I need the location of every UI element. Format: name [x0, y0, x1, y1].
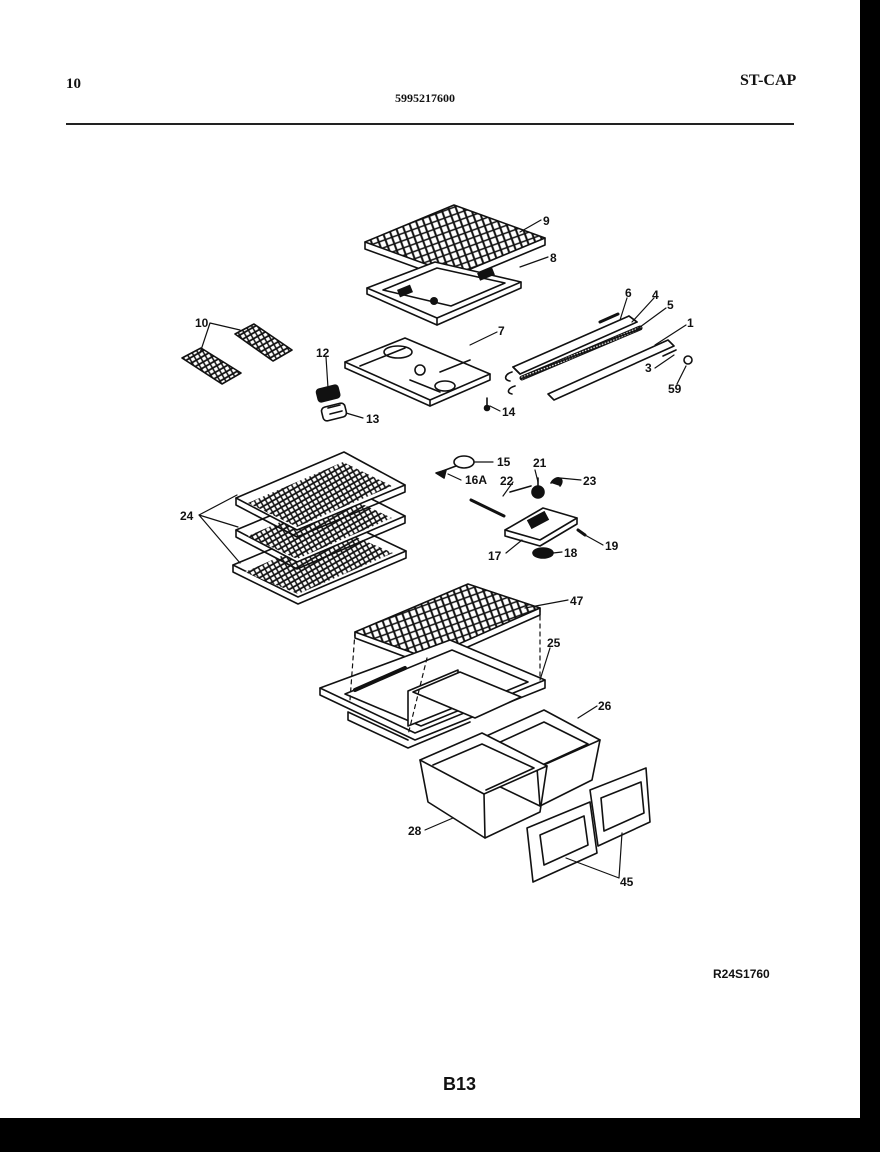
callout-14: 14 — [502, 405, 516, 419]
callout-22: 22 — [500, 474, 514, 488]
control-assembly — [435, 455, 587, 559]
page-number: 10 — [66, 76, 81, 92]
callout-17: 17 — [488, 549, 502, 563]
diagram-reference-code: R24S1760 — [713, 967, 770, 981]
header-rule — [66, 123, 794, 125]
callout-16a: 16A — [465, 473, 487, 487]
callout-18: 18 — [564, 546, 578, 560]
leader-lines — [198, 219, 687, 879]
callout-12: 12 — [316, 346, 330, 360]
callout-59: 59 — [668, 382, 682, 396]
callout-19: 19 — [605, 539, 619, 553]
callout-26: 26 — [598, 699, 612, 713]
callout-5: 5 — [667, 298, 674, 312]
crisper-frame — [319, 639, 546, 749]
callout-28: 28 — [408, 824, 422, 838]
ice-tray-pair — [181, 323, 293, 385]
part-number: 5995217600 — [395, 91, 455, 105]
callout-6: 6 — [625, 286, 632, 300]
callout-24: 24 — [180, 509, 194, 523]
callout-8: 8 — [550, 251, 557, 265]
callout-45: 45 — [620, 875, 634, 889]
callout-13: 13 — [366, 412, 380, 426]
callout-47: 47 — [570, 594, 584, 608]
parts-sheet: 10 5995217600 ST-CAP — [0, 0, 860, 1118]
exploded-parts-diagram: 9 8 6 4 5 1 3 59 7 10 12 13 14 15 16A 21… — [180, 204, 694, 889]
glass-shelf-stack — [232, 451, 407, 605]
divider-plate — [344, 337, 491, 407]
callout-21: 21 — [533, 456, 547, 470]
bracket-parts — [315, 384, 348, 422]
callout-4: 4 — [652, 288, 659, 302]
callout-10: 10 — [195, 316, 209, 330]
model-code: ST-CAP — [740, 72, 797, 89]
callout-3: 3 — [645, 361, 652, 375]
callout-15: 15 — [497, 455, 511, 469]
callout-25: 25 — [547, 636, 561, 650]
drawer-front-panels — [526, 767, 651, 883]
screw-14 — [483, 397, 491, 412]
rail-and-coil-assembly — [504, 312, 693, 401]
callout-23: 23 — [583, 474, 597, 488]
callout-1: 1 — [687, 316, 694, 330]
page-code: B13 — [443, 1074, 477, 1094]
callout-labels: 9 8 6 4 5 1 3 59 7 10 12 13 14 15 16A 21… — [180, 214, 694, 889]
dashed-guides — [349, 607, 541, 736]
freezer-shelf-frame — [366, 261, 522, 326]
callout-9: 9 — [543, 214, 550, 228]
callout-7: 7 — [498, 324, 505, 338]
crisper-drawer-left — [419, 732, 548, 839]
